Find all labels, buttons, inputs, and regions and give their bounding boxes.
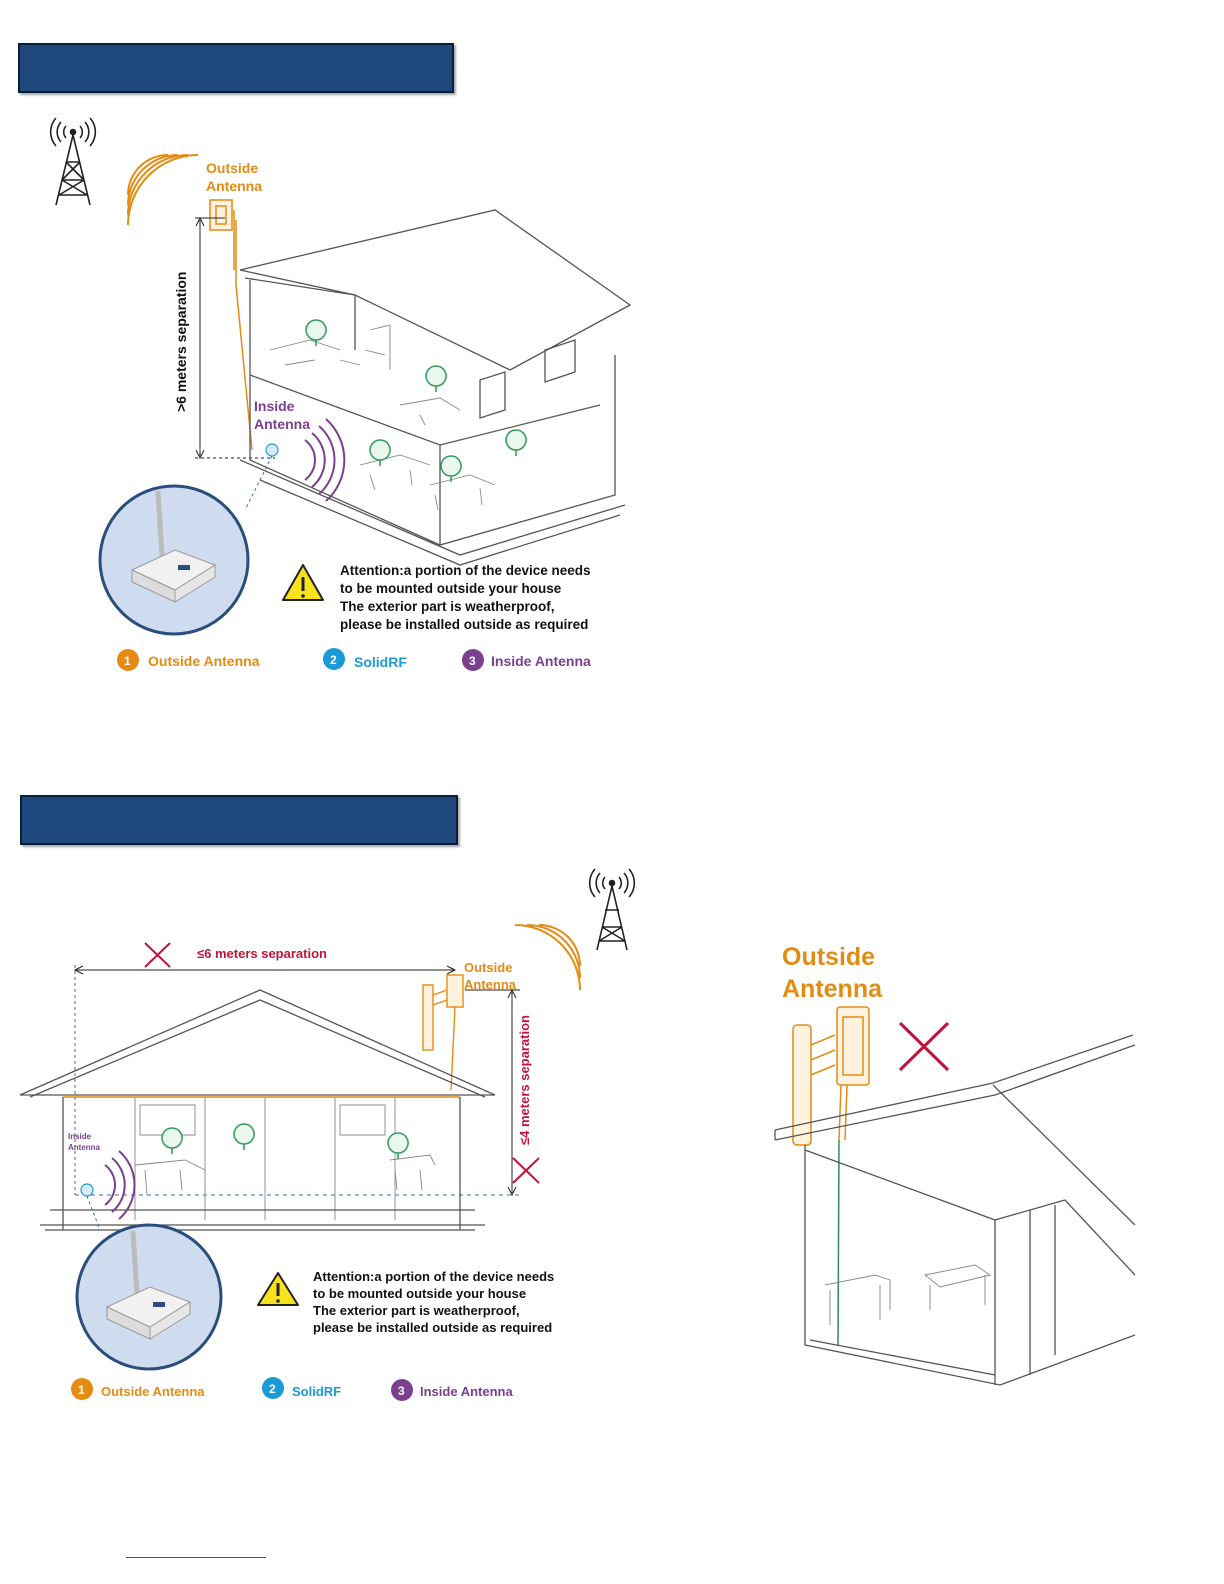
house-illustration xyxy=(775,1035,1135,1385)
outside-antenna-label-line1: Outside xyxy=(782,943,875,971)
diagram-incorrect-installation: ≤6 meters separation Outside Antenna ≤4 … xyxy=(15,865,640,1410)
legend-label-2: SolidRF xyxy=(292,1384,341,1399)
inside-antenna-label-line1: Inside xyxy=(254,398,295,414)
attention-line-1: Attention:a portion of the device needs xyxy=(340,563,591,578)
house-illustration xyxy=(240,210,630,565)
inside-antenna-marker xyxy=(266,444,278,456)
solidrf-device-zoom xyxy=(77,1225,221,1369)
legend-badge-1-num: 1 xyxy=(78,1383,85,1397)
legend-badge-3-num: 3 xyxy=(469,654,476,668)
warning-icon xyxy=(283,565,323,600)
footer-rule xyxy=(126,1557,266,1558)
outside-signal-arcs xyxy=(515,925,580,990)
attention-line-3: The exterior part is weatherproof, xyxy=(340,599,555,614)
legend-label-3: Inside Antenna xyxy=(420,1384,513,1399)
cell-tower-icon xyxy=(51,118,96,205)
attention-line-3: The exterior part is weatherproof, xyxy=(313,1303,520,1318)
attention-line-1: Attention:a portion of the device needs xyxy=(313,1269,554,1284)
red-cross-icon xyxy=(145,943,170,967)
signal-marker-icon xyxy=(306,320,526,482)
solidrf-device-zoom xyxy=(100,486,248,634)
inside-antenna-marker xyxy=(81,1184,93,1196)
vertical-separation-label: ≤4 meters separation xyxy=(517,1015,532,1145)
legend: 1 Outside Antenna 2 SolidRF 3 Inside Ant… xyxy=(117,648,591,671)
outside-antenna-label-line2: Antenna xyxy=(206,178,262,194)
legend-badge-3-num: 3 xyxy=(398,1384,405,1398)
attention-line-2: to be mounted outside your house xyxy=(313,1286,526,1301)
outside-antenna-device xyxy=(210,200,236,285)
separation-label: >6 meters separation xyxy=(173,272,189,412)
horizontal-separation-label: ≤6 meters separation xyxy=(197,946,327,961)
attention-line-4: please be installed outside as required xyxy=(313,1320,552,1335)
section-banner-1 xyxy=(18,43,454,93)
outside-antenna-label-line1: Outside xyxy=(206,160,258,176)
outside-antenna-label-line1: Outside xyxy=(464,960,512,975)
legend-label-3: Inside Antenna xyxy=(491,653,591,669)
attention-line-2: to be mounted outside your house xyxy=(340,581,562,596)
attention-line-4: please be installed outside as required xyxy=(340,617,588,632)
inside-antenna-label-line1: Inside xyxy=(68,1132,92,1141)
section-banner-2 xyxy=(20,795,458,845)
warning-icon xyxy=(258,1273,298,1305)
legend-badge-2-num: 2 xyxy=(269,1382,276,1396)
signal-marker-icon xyxy=(162,1124,408,1159)
outside-antenna-label-line2: Antenna xyxy=(782,975,883,1003)
legend-badge-2-num: 2 xyxy=(330,653,337,667)
diagram-antenna-closeup: Outside Antenna xyxy=(705,935,1140,1395)
diagram-correct-installation: Outside Antenna >6 meters separation xyxy=(40,110,640,685)
inside-antenna-label-line2: Antenna xyxy=(68,1143,101,1152)
legend-label-1: Outside Antenna xyxy=(101,1384,205,1399)
legend-label-1: Outside Antenna xyxy=(148,653,260,669)
red-cross-icon xyxy=(513,1158,539,1183)
outside-signal-arcs xyxy=(128,155,198,225)
legend-label-2: SolidRF xyxy=(354,654,407,670)
inside-antenna-label-line2: Antenna xyxy=(254,416,310,432)
cell-tower-icon xyxy=(590,869,635,950)
inside-signal-arcs xyxy=(305,419,344,501)
antenna-cable xyxy=(838,1140,839,1345)
inside-signal-arcs xyxy=(105,1151,135,1219)
red-cross-icon xyxy=(900,1023,948,1070)
legend: 1 Outside Antenna 2 SolidRF 3 Inside Ant… xyxy=(71,1377,513,1401)
legend-badge-1-num: 1 xyxy=(124,654,131,668)
